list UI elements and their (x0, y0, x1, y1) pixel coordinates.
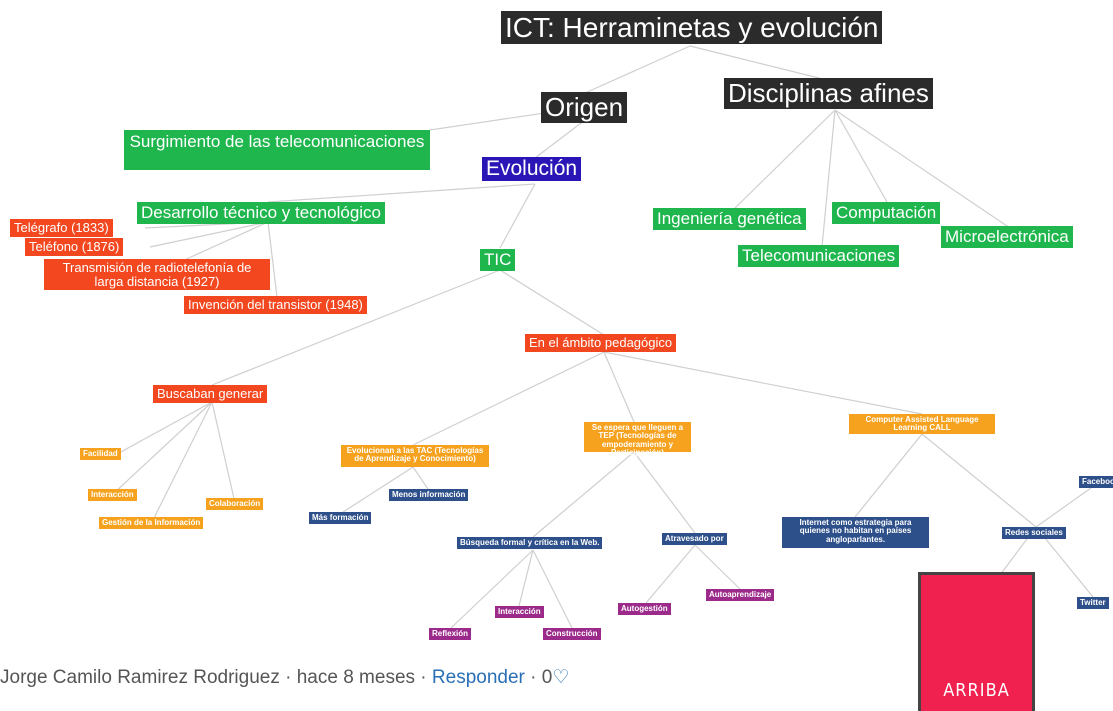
node-evolucion[interactable]: Evolución (482, 157, 582, 182)
node-twitter[interactable]: Twitter (1077, 597, 1109, 610)
node-origen[interactable]: Origen (541, 92, 628, 124)
node-internet[interactable]: Internet como estrategia para quienes no… (782, 517, 929, 548)
comment-author: Jorge Camilo Ramirez Rodriguez (0, 667, 280, 688)
node-mas-formacion[interactable]: Más formación (309, 512, 372, 525)
node-telefono[interactable]: Teléfono (1876) (25, 238, 124, 256)
node-telecomunicaciones[interactable]: Telecomunicaciones (738, 245, 900, 267)
node-interaccion-2[interactable]: Interacción (495, 606, 544, 619)
node-tep[interactable]: Se espera que lleguen a TEP (Tecnologías… (584, 422, 691, 457)
node-disciplinas[interactable]: Disciplinas afines (724, 78, 933, 110)
node-busqueda[interactable]: Búsqueda formal y crítica en la Web. (457, 537, 603, 550)
node-interaccion-1[interactable]: Interacción (88, 489, 137, 502)
node-tic[interactable]: TIC (480, 249, 516, 271)
node-telegrafo[interactable]: Telégrafo (1833) (10, 219, 113, 237)
node-colaboracion[interactable]: Colaboración (206, 498, 264, 511)
node-gestion[interactable]: Gestión de la Información (99, 517, 204, 530)
separator: · (530, 667, 537, 688)
node-transistor[interactable]: Invención del transistor (1948) (184, 296, 367, 314)
back-to-top-button[interactable]: ARRIBA (918, 572, 1035, 711)
node-ingenieria[interactable]: Ingeniería genética (653, 208, 806, 230)
node-desarrollo[interactable]: Desarrollo técnico y tecnológico (137, 202, 386, 224)
reply-link[interactable]: Responder (431, 667, 525, 688)
node-facilidad[interactable]: Facilidad (80, 448, 121, 461)
node-facebook[interactable]: Faceboo (1079, 476, 1113, 489)
node-computacion[interactable]: Computación (832, 202, 941, 224)
comment-meta: Jorge Camilo Ramirez Rodriguez · hace 8 … (0, 666, 569, 689)
back-to-top-label: ARRIBA (943, 680, 1010, 701)
node-call[interactable]: Computer Assisted Language Learning CALL (849, 414, 995, 434)
node-menos-informacion[interactable]: Menos información (389, 489, 469, 502)
node-root[interactable]: ICT: Herraminetas y evolución (501, 11, 883, 45)
node-ambito[interactable]: En el ámbito pedagógico (525, 334, 677, 352)
node-tac[interactable]: Evolucionan a las TAC (Tecnologías de Ap… (341, 445, 489, 467)
like-count: 0 (541, 667, 553, 688)
node-atravesado[interactable]: Atravesado por (662, 533, 727, 546)
comment-time: hace 8 meses (296, 667, 416, 688)
node-surgimiento[interactable]: Surgimiento de las telecomunicaciones (124, 130, 430, 170)
node-microelectronica[interactable]: Microelectrónica (941, 226, 1073, 248)
separator: · (420, 667, 427, 688)
node-reflexion[interactable]: Reflexión (429, 628, 472, 641)
node-autogestion[interactable]: Autogestión (618, 603, 671, 616)
node-buscaban[interactable]: Buscaban generar (153, 385, 268, 403)
node-redes-sociales[interactable]: Redes sociales (1002, 527, 1066, 540)
node-transmision[interactable]: Transmisión de radiotelefonía de larga d… (44, 259, 270, 290)
node-construccion[interactable]: Construcción (543, 628, 601, 641)
separator: · (285, 667, 292, 688)
node-autoaprendizaje[interactable]: Autoaprendizaje (706, 589, 775, 602)
heart-icon[interactable]: ♡ (552, 667, 570, 688)
